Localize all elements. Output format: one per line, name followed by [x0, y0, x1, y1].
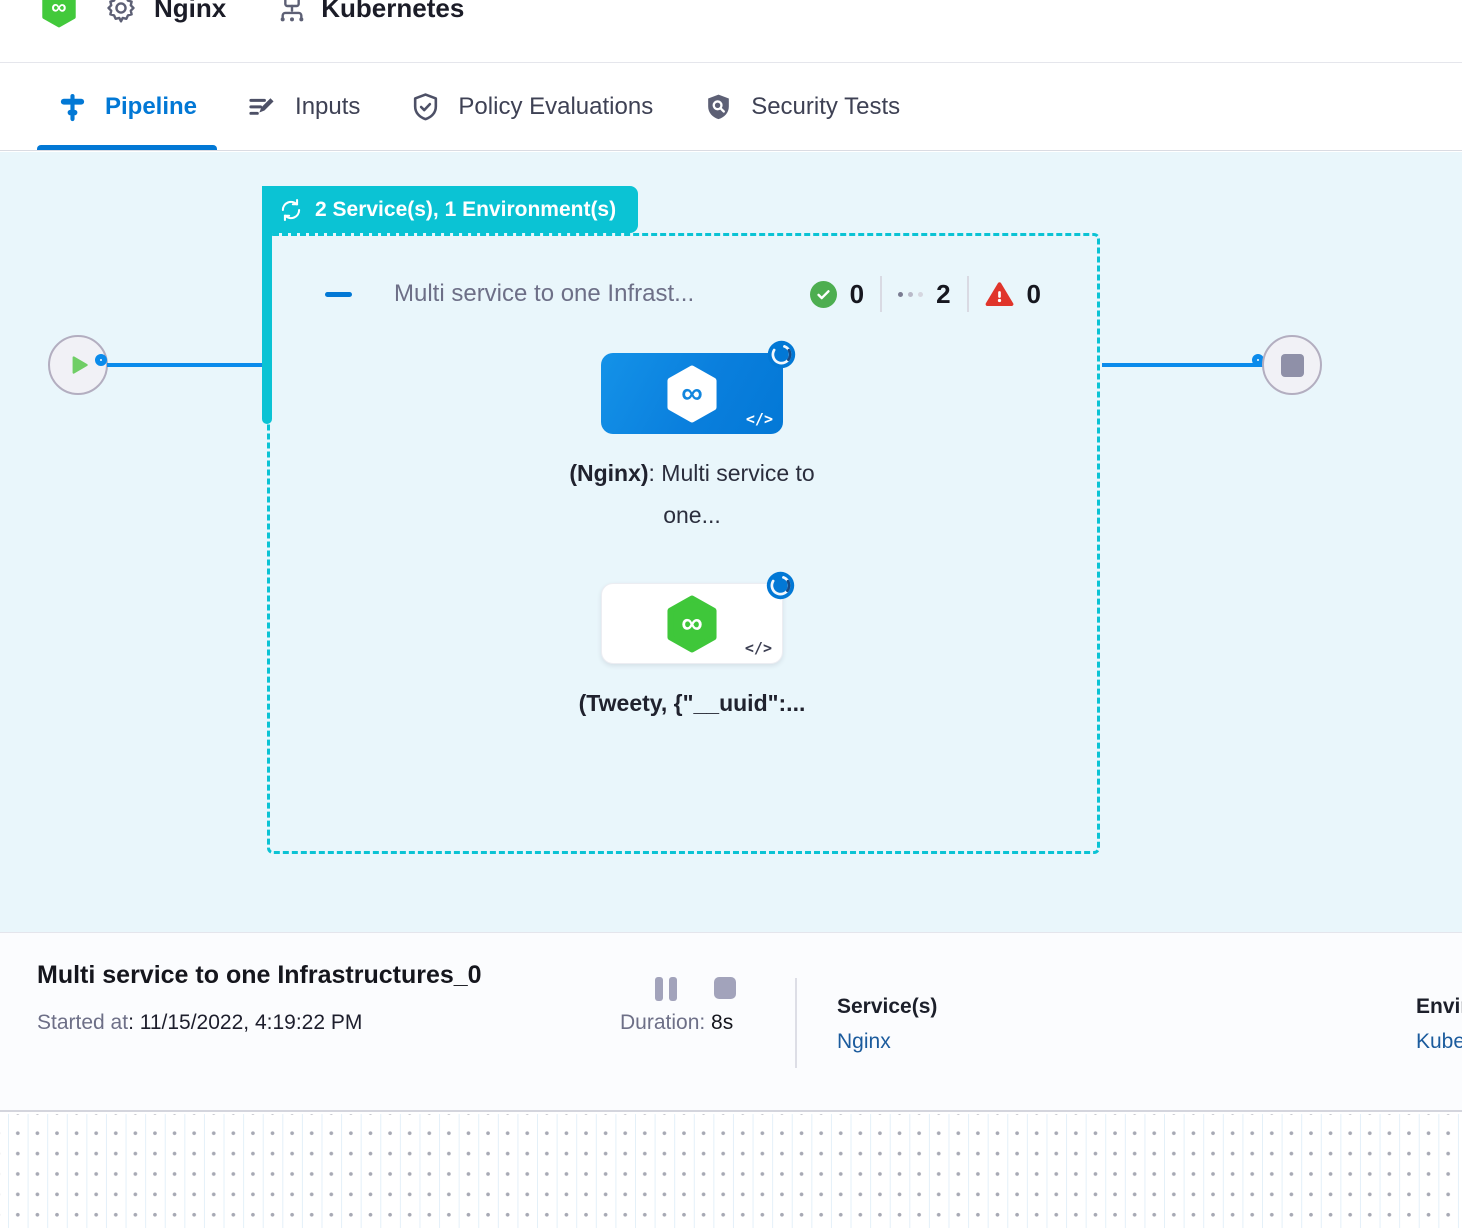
running-dots-icon	[898, 291, 924, 297]
collapse-stage-button[interactable]	[325, 291, 352, 297]
inputs-icon	[249, 97, 274, 115]
pipeline-graph-canvas[interactable]: 2 Service(s), 1 Environment(s) Multi ser…	[0, 152, 1462, 932]
divider	[880, 276, 883, 312]
log-canvas-dot-grid[interactable]	[0, 1114, 1462, 1228]
execution-summary-bar: Multi service to one Infrastructures_0 S…	[0, 932, 1462, 1112]
success-count: 0	[849, 278, 865, 309]
edge-start-to-stage	[107, 363, 265, 367]
service-node-nginx[interactable]: ∞ </>	[601, 340, 796, 434]
breadcrumb-bar: ∞ Nginx Kubernetes	[0, 0, 1462, 63]
svg-text:∞: ∞	[681, 606, 702, 639]
tab-inputs-label: Inputs	[295, 93, 361, 120]
pipeline-start-node	[48, 335, 108, 395]
end-port	[1252, 354, 1264, 366]
kubernetes-icon	[280, 0, 304, 22]
stage-group-box: Multi service to one Infrast... 0 2	[267, 233, 1100, 854]
services-label: Service(s)	[837, 995, 938, 1018]
divider	[966, 276, 969, 312]
duration: Duration: 8s	[620, 1011, 734, 1034]
pause-button[interactable]	[655, 977, 679, 1001]
harness-logo-icon: ∞	[42, 0, 76, 28]
service-node-tweety-label: (Tweety, {"__uuid":...	[578, 690, 806, 716]
stage-title[interactable]: Multi service to one Infrast...	[394, 280, 695, 307]
shield-check-icon	[414, 92, 438, 120]
success-icon	[809, 280, 837, 308]
execution-tabbar: Pipeline Inputs Policy Evaluations Secur…	[0, 64, 1462, 151]
stage-badge-label: 2 Service(s), 1 Environment(s)	[315, 197, 617, 221]
loading-spinner-icon	[767, 340, 796, 369]
pipeline-end-node	[1262, 335, 1322, 395]
play-icon	[72, 356, 88, 374]
loading-spinner-icon	[766, 571, 795, 600]
environments-label: Environment(s)	[1416, 995, 1462, 1018]
svg-text:∞: ∞	[681, 376, 702, 409]
svg-text:∞: ∞	[51, 0, 66, 19]
harness-service-icon: ∞	[667, 595, 717, 652]
execution-title: Multi service to one Infrastructures_0	[37, 961, 482, 989]
tab-policy-evaluations[interactable]: Policy Evaluations	[390, 64, 673, 150]
refresh-icon	[281, 198, 301, 221]
pipeline-icon	[60, 93, 85, 121]
code-icon: </>	[744, 639, 772, 657]
divider	[795, 978, 797, 1068]
tab-security-tests-label: Security Tests	[751, 93, 901, 120]
failed-icon	[985, 280, 1014, 309]
tab-pipeline-label: Pipeline	[105, 93, 198, 120]
stage-accent-strip	[262, 186, 272, 424]
edge-stage-to-end	[1102, 363, 1264, 367]
harness-service-icon: ∞	[667, 365, 717, 422]
tab-policy-evaluations-label: Policy Evaluations	[458, 93, 654, 120]
tab-security-tests[interactable]: Security Tests	[683, 64, 920, 150]
abort-button[interactable]	[714, 977, 736, 999]
gear-icon	[107, 0, 135, 23]
stage-status-counts: 0 2 0	[809, 276, 1041, 312]
failed-count: 0	[1026, 278, 1041, 309]
environment-name: Kubernetes	[321, 0, 465, 23]
service-node-tweety[interactable]: ∞ </>	[601, 571, 795, 664]
tab-inputs[interactable]: Inputs	[227, 64, 380, 150]
stage-services-badge[interactable]: 2 Service(s), 1 Environment(s)	[262, 186, 639, 233]
environments-link[interactable]: Kubernetes	[1416, 1030, 1462, 1053]
code-icon: </>	[745, 410, 773, 428]
tab-pipeline[interactable]: Pipeline	[37, 64, 218, 150]
services-link[interactable]: Nginx	[837, 1030, 891, 1053]
pipeline-name: Nginx	[154, 0, 227, 23]
shield-search-icon	[708, 94, 730, 119]
running-count: 2	[936, 278, 951, 309]
service-node-nginx-label: (Nginx): Multi service to one...	[569, 460, 815, 528]
stop-icon	[1280, 353, 1304, 377]
started-at: Started at: 11/15/2022, 4:19:22 PM	[37, 1011, 363, 1034]
start-port	[95, 354, 107, 366]
